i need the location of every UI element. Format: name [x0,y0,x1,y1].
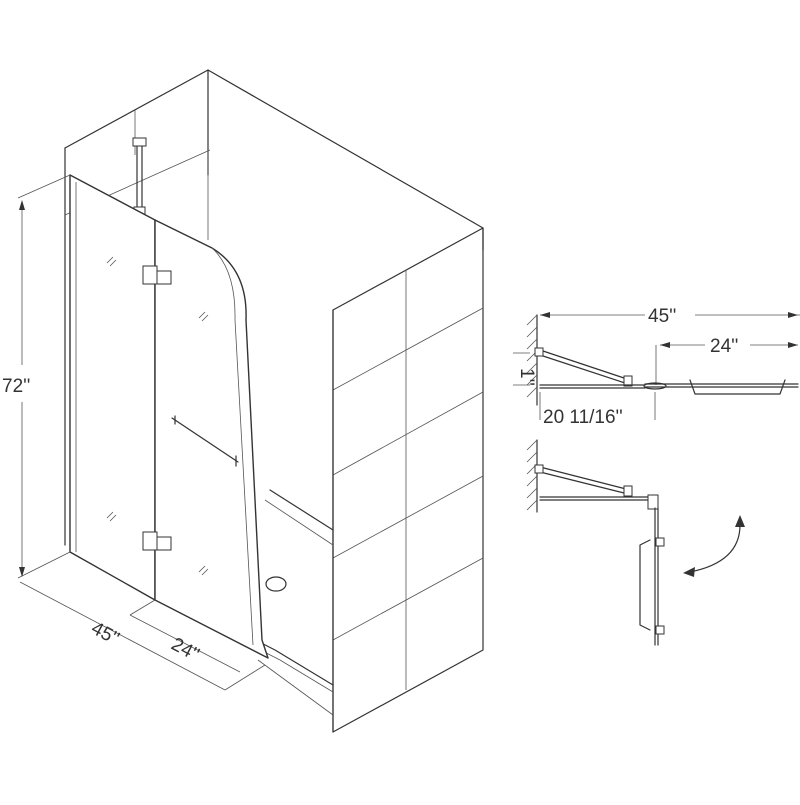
offset-plan-label: 1'' [516,368,537,386]
glass-door [69,174,269,659]
width-main-label: 45'' [88,618,123,650]
plan-view-closed: 45'' 24'' 1'' 20 11/16'' [513,306,800,428]
height-label: 72'' [2,376,30,397]
door-width-plan-label: 24'' [710,336,738,357]
towel-bar [171,417,239,463]
height-dimension: 72'' [2,174,71,579]
door-width-main-label: 24'' [168,634,203,666]
enclosure-walls [64,69,484,733]
fixed-panel [69,174,156,601]
drain [265,576,287,592]
swing-panel [154,219,269,659]
lower-hinge [142,531,158,551]
plan-view-open [526,439,745,646]
fixed-panel-plan-label: 20 11/16'' [543,407,623,428]
width-plan-label: 45'' [648,306,676,327]
upper-hinge [142,265,158,285]
